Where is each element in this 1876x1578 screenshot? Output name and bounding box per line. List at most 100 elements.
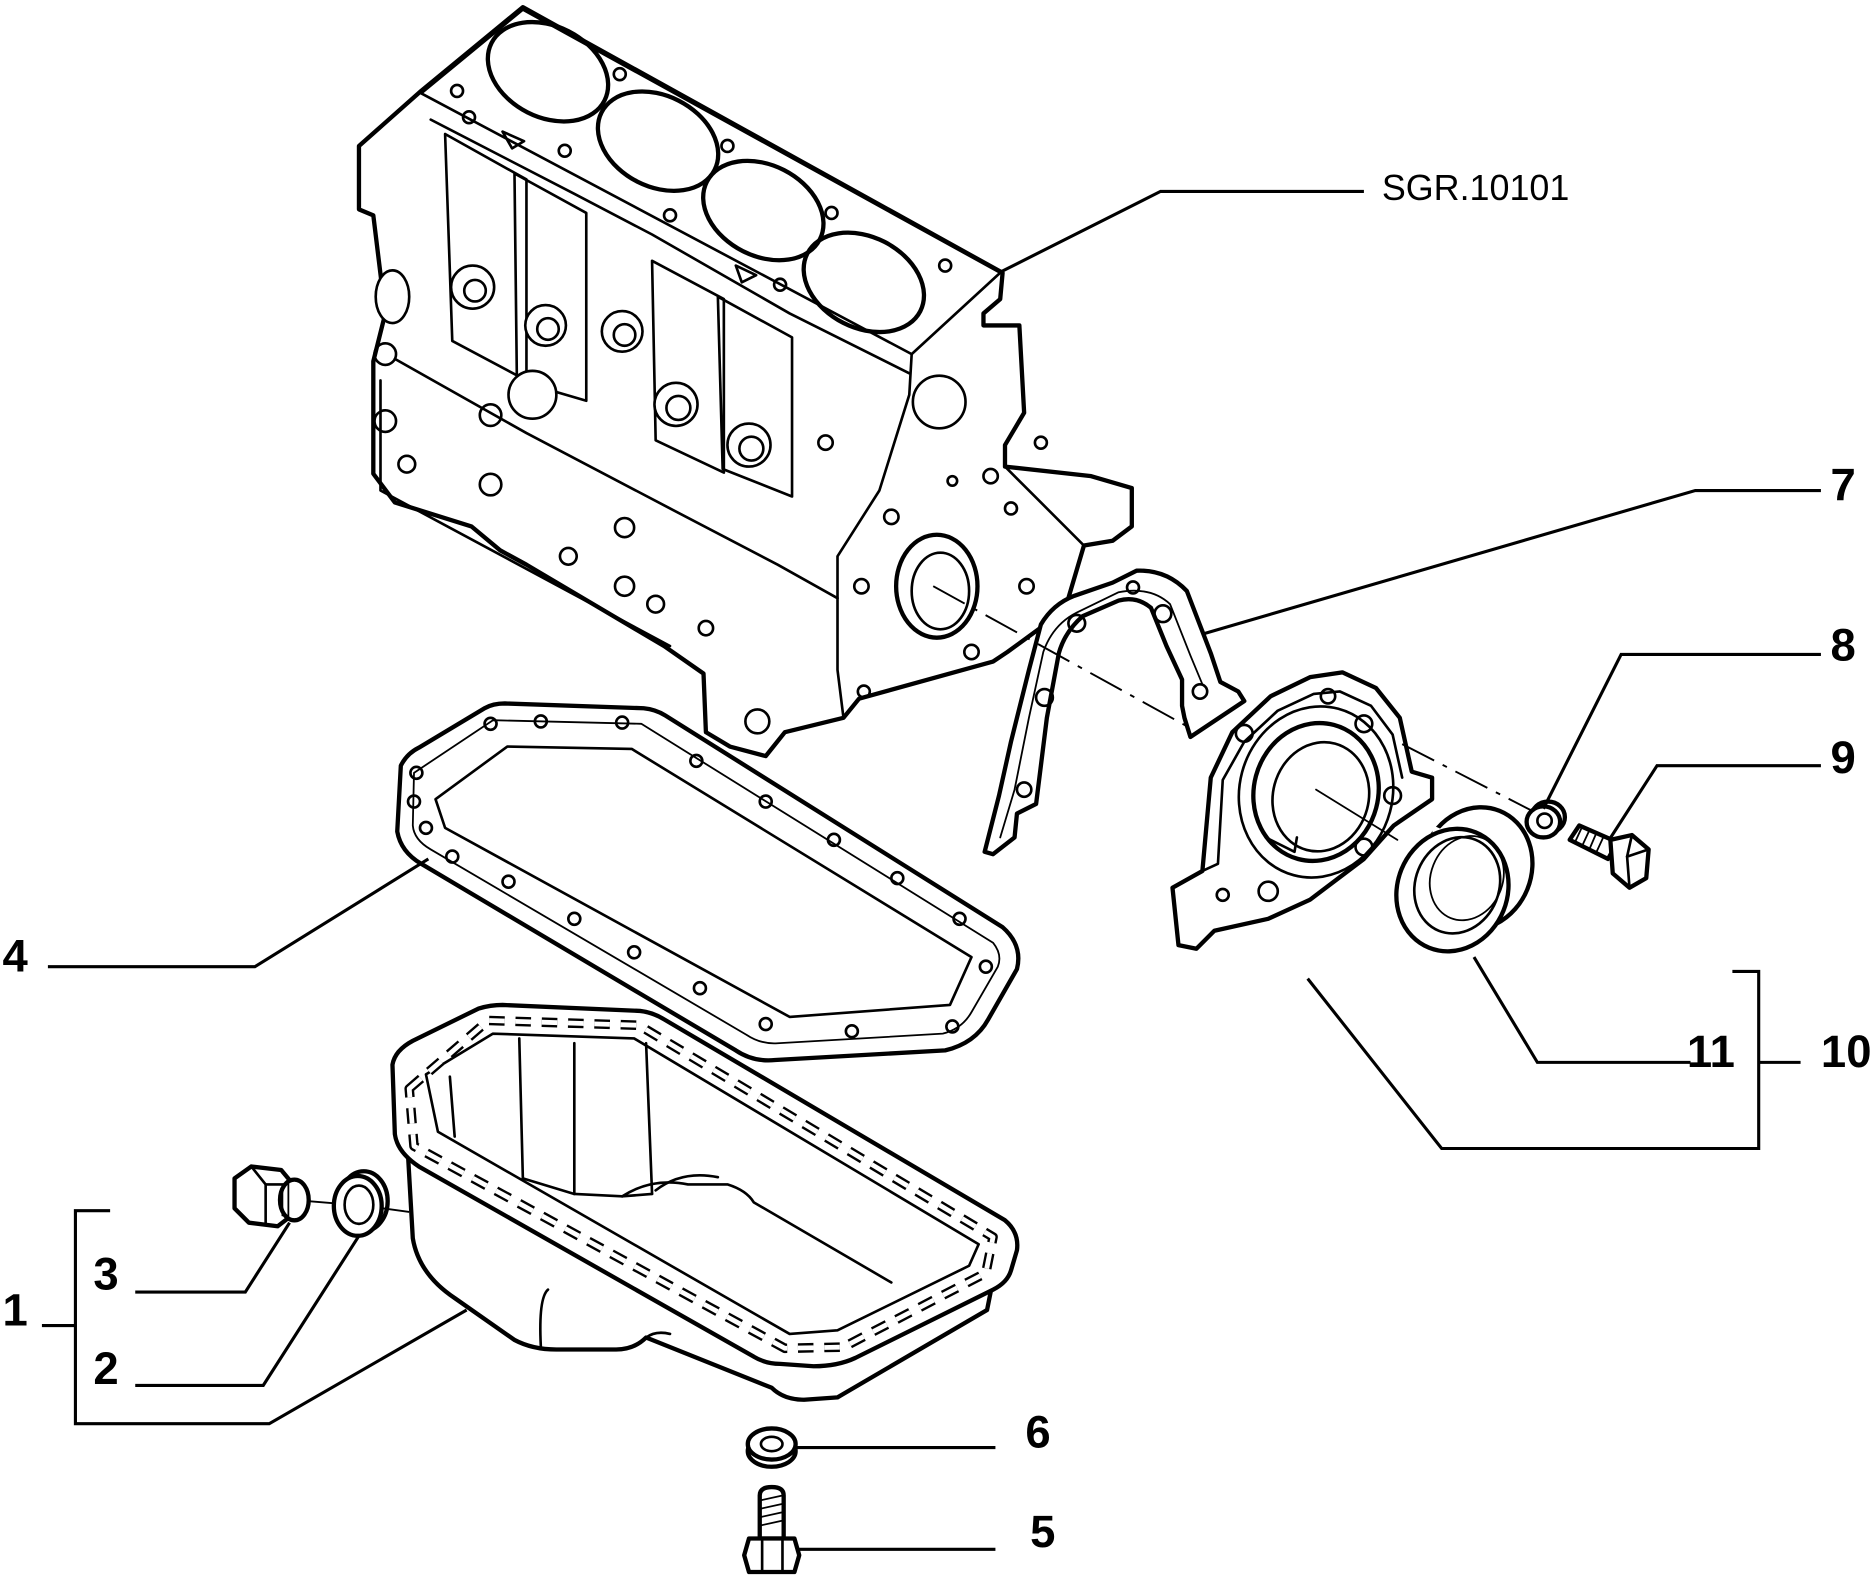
skirt-hole (613, 516, 636, 539)
bolt-hole (444, 849, 460, 864)
gasket-bolt-holes (406, 714, 994, 1039)
interior-sump-step (620, 1181, 893, 1284)
bolt-5 (742, 1484, 802, 1575)
interior-sump-step (654, 1174, 720, 1192)
callout-7: 7 (1830, 459, 1855, 510)
deck-hole (449, 83, 465, 99)
thread-line (760, 1494, 784, 1502)
skirt-hole (558, 546, 579, 566)
deck-hole (937, 258, 953, 273)
rear-face-hole (817, 434, 835, 452)
rear-face-hole (1003, 501, 1019, 516)
rear-face-hole (882, 508, 900, 526)
gasket-bead (411, 719, 1001, 1045)
bulkhead-rib-3 (650, 259, 726, 474)
skirt-hole (373, 342, 398, 367)
bolt-hole (692, 980, 708, 996)
callout-11: 11 (1687, 1026, 1735, 1077)
skirt-rail (393, 357, 839, 600)
rear-cover-gasket-bead (999, 589, 1204, 839)
bolt-hole (626, 945, 642, 960)
leader-11 (1472, 956, 1691, 1064)
rear-face-hole (1033, 435, 1049, 450)
washer-8-hole (1536, 812, 1554, 830)
callout-labels: SGR.10101 7 8 9 4 11 10 3 1 2 6 5 (2, 168, 1871, 1557)
bolt-9 (1567, 823, 1651, 890)
head-bolt-boss-hole (535, 316, 561, 342)
skirt-hole (373, 409, 398, 434)
washer-8 (1524, 799, 1568, 840)
rear-seal-housing (1170, 670, 1435, 951)
interior-wall-line (644, 1041, 654, 1196)
bolt-hole (418, 820, 434, 836)
seal-inner-lip-back (1428, 835, 1505, 922)
deck-hole (720, 138, 735, 154)
bolt-hole (758, 794, 774, 809)
crankshaft-bore (893, 532, 980, 640)
bolt-hole (614, 715, 630, 730)
seal-axis-line (1315, 788, 1399, 841)
callout-4: 4 (2, 930, 28, 981)
gasket-outer-edge (395, 701, 1021, 1063)
callout-10: 10 (1821, 1026, 1872, 1077)
drain-plug-thread (277, 1177, 311, 1223)
head-bolt-boss-hole (462, 278, 488, 303)
bolt-axis-line (1401, 743, 1538, 815)
thread-line (1580, 830, 1590, 848)
deck-hole (824, 205, 839, 221)
leader-4 (47, 857, 430, 969)
bolt-hole (409, 765, 424, 781)
head-bolt-boss-hole (665, 394, 692, 422)
bolt-hole (483, 716, 498, 732)
thread-line (760, 1511, 784, 1518)
block-rear-face (744, 352, 1086, 735)
bolt-9-hex-edge (1625, 848, 1650, 858)
head-bolt-boss-hole (612, 322, 637, 348)
oil-pan (390, 1002, 1020, 1402)
washer-axis-line (382, 1207, 410, 1213)
seal-housing-bore-inner (1271, 740, 1371, 853)
side-boss (374, 269, 411, 325)
interior-wall-line (448, 1075, 456, 1138)
washer-6 (745, 1426, 798, 1469)
deck-hole (772, 277, 788, 293)
bolt-5-threads (760, 1494, 784, 1527)
bolt-hole (978, 959, 994, 974)
skirt-rail (379, 379, 672, 648)
bolt-9-threads (1573, 826, 1605, 854)
bolt-hole (890, 870, 905, 886)
seal-housing-lip (1264, 836, 1299, 854)
oil-pan-interior (448, 1037, 893, 1284)
bolt-hole (1257, 880, 1280, 903)
skirt-hole (478, 472, 503, 497)
bolt-hole (1191, 683, 1209, 700)
callout-6: 6 (1025, 1407, 1050, 1458)
washer-2-hole (343, 1184, 375, 1226)
bolt-hole (1015, 781, 1033, 799)
leader-9 (1607, 764, 1821, 841)
deck-hole (461, 109, 477, 125)
leader-7 (1201, 488, 1821, 636)
interior-wall-line (517, 1037, 525, 1180)
bolt-hole (1215, 887, 1231, 903)
leader-lines (41, 189, 1821, 1551)
thread-line (1587, 832, 1597, 852)
cylinder-bore-1 (485, 19, 611, 124)
rear-oil-seal (1394, 805, 1535, 954)
callout-8: 8 (1830, 619, 1855, 670)
bolt-hole (1354, 837, 1374, 857)
bolt-hole (1034, 687, 1055, 708)
drain-plug (232, 1164, 311, 1229)
skirt-hole (645, 594, 666, 614)
callout-3: 3 (93, 1249, 118, 1300)
deck-front-edge (429, 118, 911, 375)
washer-6-hole (759, 1435, 784, 1453)
block-bosses (374, 264, 772, 468)
drain-plug-washer (331, 1169, 390, 1238)
bolt-hole (1319, 687, 1337, 705)
skirt-hole (613, 575, 636, 598)
rear-face-hole (1018, 577, 1036, 595)
thread-line (760, 1519, 784, 1527)
dowel-hole (744, 708, 771, 735)
bolt-hole (501, 874, 516, 890)
